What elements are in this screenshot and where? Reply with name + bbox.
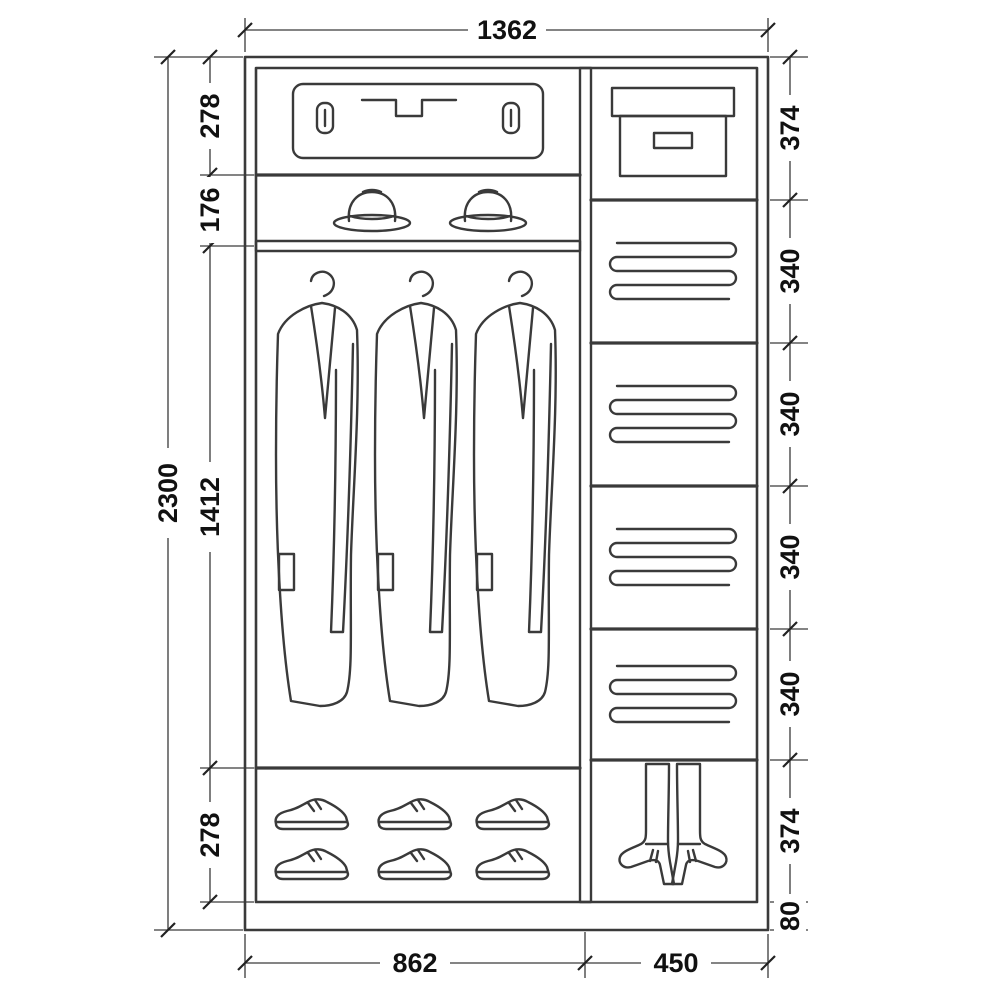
coat-icon	[373, 270, 458, 708]
dim-label-right-boot-area: 374	[775, 808, 805, 853]
shoe-icon	[475, 848, 551, 881]
shoe-icon	[475, 798, 551, 831]
dim-label-right-shelf-2: 340	[775, 391, 805, 436]
dim-label-left-hanging-area: 1412	[195, 477, 225, 537]
dim-label-left-shoe-area: 278	[195, 812, 225, 857]
dim-label-right-base: 80	[775, 901, 805, 931]
shoe-icon	[274, 848, 350, 881]
boot-icon	[618, 762, 676, 886]
dim-label-left-top-shelf: 278	[195, 93, 225, 138]
hat-icon	[332, 188, 412, 233]
left-hat-shelf	[254, 239, 582, 253]
dim-label-bottom-left-width: 862	[392, 948, 437, 978]
folded-linen-icon	[608, 241, 738, 301]
shoe-icon	[377, 798, 453, 831]
dim-label-overall-width: 1362	[477, 15, 537, 45]
coat-icon	[274, 270, 359, 708]
box-icon	[610, 86, 736, 178]
dim-label-left-hat-shelf: 176	[195, 187, 225, 232]
dim-label-right-shelf-1: 340	[775, 248, 805, 293]
dim-label-right-shelf-4: 340	[775, 671, 805, 716]
coat-icon	[472, 270, 557, 708]
dim-label-bottom-right-width: 450	[653, 948, 698, 978]
dim-label-right-shelf-3: 340	[775, 534, 805, 579]
wardrobe-outline	[243, 55, 770, 932]
dim-label-right-box-shelf: 374	[775, 105, 805, 150]
dim-label-overall-height: 2300	[153, 463, 183, 523]
dimension-labels: 1362 2300 278 176 1412 278 374 340 340 3…	[152, 14, 806, 980]
center-divider-panel	[578, 66, 593, 904]
shoe-icon	[377, 848, 453, 881]
folded-linen-icon	[608, 664, 738, 724]
extension-lines	[154, 18, 808, 978]
hat-icon	[448, 188, 528, 233]
folded-linen-icon	[608, 527, 738, 587]
suitcase-icon	[291, 82, 545, 160]
folded-linen-icon	[608, 384, 738, 444]
boot-icon	[670, 762, 728, 886]
shoe-icon	[274, 798, 350, 831]
